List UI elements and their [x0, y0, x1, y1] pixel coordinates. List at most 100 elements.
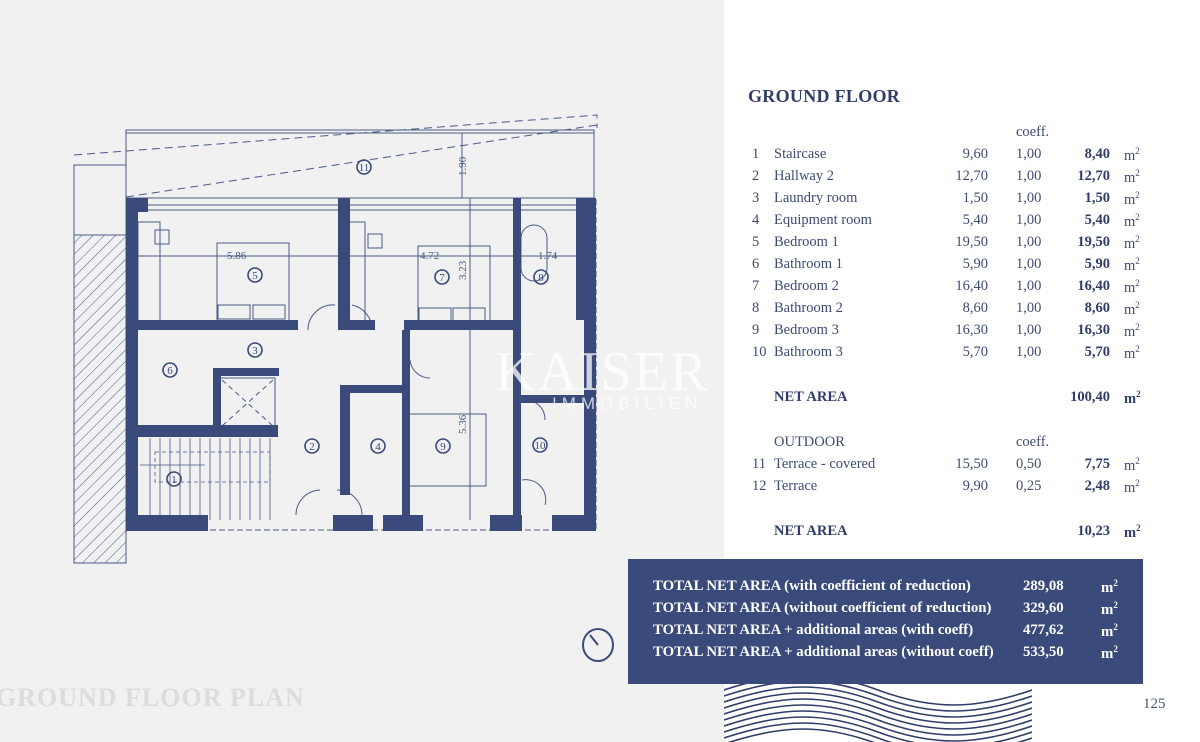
room-marker-6: 6 — [162, 362, 178, 378]
room-name: Hallway 2 — [774, 168, 834, 184]
room-name: Bathroom 1 — [774, 256, 843, 272]
room-number: 12 — [752, 478, 767, 494]
unit: m2 — [1101, 644, 1118, 662]
unit: m2 — [1124, 456, 1140, 474]
dimension-1-74: 1.74 — [538, 250, 558, 262]
room-number: 6 — [752, 256, 760, 272]
total-value: 533,50 — [1023, 644, 1064, 660]
room-area: 19,50 — [955, 234, 988, 250]
room-net-area: 2,48 — [1084, 478, 1110, 494]
room-marker-7: 7 — [434, 269, 450, 285]
svg-text:2: 2 — [309, 441, 315, 453]
room-name: Terrace - covered — [774, 456, 876, 472]
room-number: 2 — [752, 168, 760, 184]
total-label: TOTAL NET AREA + additional areas (witho… — [653, 644, 994, 660]
room-marker-4: 4 — [370, 438, 386, 454]
room-net-area: 1,50 — [1084, 190, 1110, 206]
unit: m2 — [1124, 212, 1140, 230]
room-marker-1: 1 — [166, 471, 182, 487]
room-name: Laundry room — [774, 190, 858, 206]
room-marker-9: 9 — [435, 438, 451, 454]
dimension-3-23: 3.23 — [457, 260, 469, 280]
unit: m2 — [1124, 190, 1140, 208]
dimension-1-90: 1.90 — [457, 156, 469, 176]
unit: m2 — [1124, 278, 1140, 296]
unit: m2 — [1124, 322, 1140, 340]
floor-plan-drawing: 5.86 4.72 1.74 1.90 3.23 5.36 11 5 7 8 6… — [73, 114, 598, 564]
room-area: 5,90 — [962, 256, 988, 272]
room-net-area: 7,75 — [1084, 456, 1110, 472]
room-number: 10 — [752, 344, 767, 360]
coeff-header: coeff. — [1016, 124, 1050, 140]
room-coeff: 1,00 — [1016, 344, 1042, 360]
net-area-value: 10,23 — [1077, 523, 1110, 539]
room-net-area: 5,70 — [1084, 344, 1110, 360]
room-area: 1,50 — [962, 190, 988, 206]
page-number: 125 — [1143, 696, 1166, 712]
room-marker-2: 2 — [304, 438, 320, 454]
unit: m2 — [1124, 256, 1140, 274]
dimension-4-72: 4.72 — [420, 250, 439, 262]
room-marker-5: 5 — [247, 267, 263, 283]
room-marker-11: 11 — [356, 159, 372, 175]
svg-text:5: 5 — [252, 270, 258, 282]
net-area-label: NET AREA — [774, 523, 848, 539]
dimension-5-36: 5.36 — [457, 414, 469, 434]
unit: m2 — [1101, 600, 1118, 618]
wave-pattern-decoration — [724, 684, 1032, 742]
unit: m2 — [1124, 234, 1140, 252]
room-name: Equipment room — [774, 212, 872, 228]
room-number: 5 — [752, 234, 760, 250]
room-coeff: 1,00 — [1016, 234, 1042, 250]
room-number: 7 — [752, 278, 760, 294]
room-name: Bathroom 3 — [774, 344, 843, 360]
room-coeff: 1,00 — [1016, 322, 1042, 338]
room-area: 5,40 — [962, 212, 988, 228]
total-value: 289,08 — [1023, 578, 1064, 594]
total-value: 477,62 — [1023, 622, 1064, 638]
room-marker-3: 3 — [247, 342, 263, 358]
unit: m2 — [1101, 578, 1118, 596]
total-label: TOTAL NET AREA (without coefficient of r… — [653, 600, 992, 616]
coeff-header: coeff. — [1016, 434, 1050, 450]
svg-text:3: 3 — [252, 345, 258, 357]
room-name: Bedroom 3 — [774, 322, 839, 338]
room-area: 16,40 — [955, 278, 988, 294]
total-label: TOTAL NET AREA + additional areas (with … — [653, 622, 974, 638]
room-number: 3 — [752, 190, 760, 206]
room-coeff: 1,00 — [1016, 278, 1042, 294]
room-coeff: 0,50 — [1016, 456, 1042, 472]
svg-text:6: 6 — [167, 365, 173, 377]
svg-text:10: 10 — [535, 440, 547, 452]
room-area: 12,70 — [955, 168, 988, 184]
net-area-value: 100,40 — [1070, 389, 1110, 405]
room-area: 16,30 — [955, 322, 988, 338]
room-coeff: 1,00 — [1016, 256, 1042, 272]
room-marker-10: 10 — [532, 437, 548, 453]
room-net-area: 8,40 — [1084, 146, 1110, 162]
room-number: 9 — [752, 322, 760, 338]
unit: m2 — [1124, 389, 1141, 407]
totals-box: TOTAL NET AREA (with coefficient of redu… — [628, 559, 1143, 684]
unit: m2 — [1124, 478, 1140, 496]
svg-text:11: 11 — [359, 162, 370, 174]
net-area-label: NET AREA — [774, 389, 848, 405]
unit: m2 — [1124, 523, 1141, 541]
room-area: 5,70 — [962, 344, 988, 360]
total-value: 329,60 — [1023, 600, 1064, 616]
room-net-area: 5,90 — [1084, 256, 1110, 272]
watermark-logo: KAISER — [495, 341, 710, 403]
unit: m2 — [1101, 622, 1118, 640]
room-net-area: 16,40 — [1077, 278, 1110, 294]
unit: m2 — [1124, 300, 1140, 318]
watermark-subtitle: IMMOBILIEN — [552, 394, 703, 413]
room-net-area: 16,30 — [1077, 322, 1110, 338]
svg-text:7: 7 — [439, 272, 445, 284]
outdoor-title: OUTDOOR — [774, 434, 845, 450]
dimension-5-86: 5.86 — [227, 250, 247, 262]
room-name: Bedroom 2 — [774, 278, 839, 294]
total-label: TOTAL NET AREA (with coefficient of redu… — [653, 578, 971, 594]
svg-text:8: 8 — [538, 272, 544, 284]
unit: m2 — [1124, 168, 1140, 186]
room-coeff: 1,00 — [1016, 190, 1042, 206]
